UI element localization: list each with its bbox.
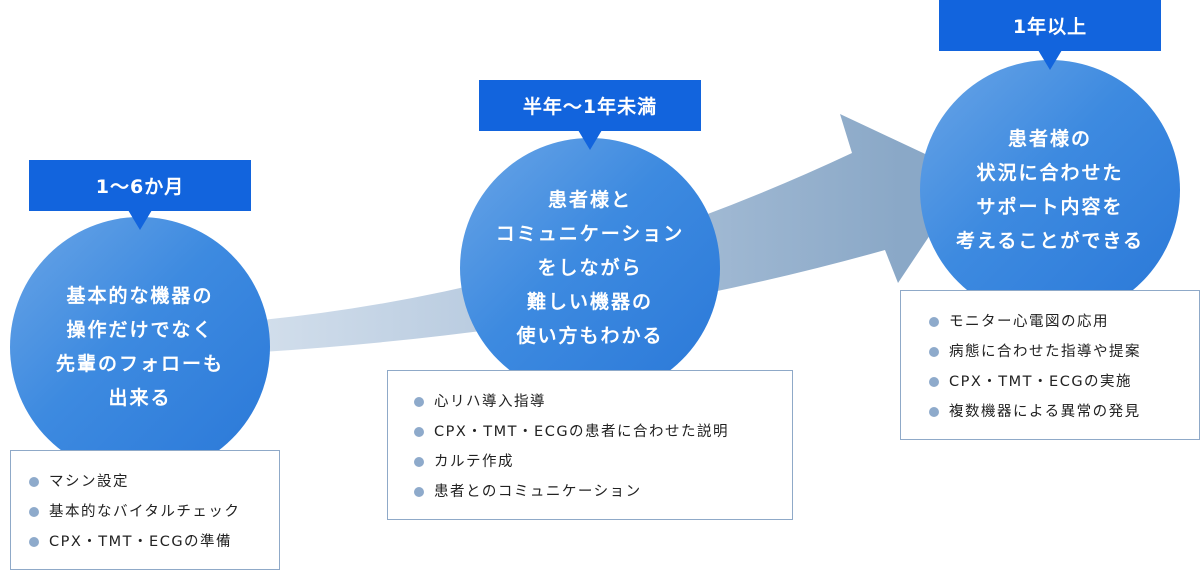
pointer-triangle-icon <box>578 130 602 150</box>
skill-list-item: 基本的なバイタルチェック <box>25 497 279 527</box>
stage-3-label-text: 1年以上 <box>1012 16 1088 38</box>
stage-1-label-text: 1〜6か月 <box>95 176 185 198</box>
bullet-dot-icon <box>414 427 424 437</box>
skill-list-item: モニター心電図の応用 <box>925 307 1199 337</box>
stage-1-circle-line: 出来る <box>108 387 172 409</box>
stage-2-circle-line: 使い方もわかる <box>516 325 664 347</box>
stage-2-circle: 患者様と コミュニケーション をしながら 難しい機器の 使い方もわかる <box>460 138 720 398</box>
pointer-triangle-icon <box>128 210 152 230</box>
skill-list-item: CPX・TMT・ECGの実施 <box>925 367 1199 397</box>
skill-list-item: 心リハ導入指導 <box>410 387 792 417</box>
bullet-dot-icon <box>929 407 939 417</box>
stage-3-circle-line: サポート内容を <box>976 196 1124 218</box>
stage-3-skill-list: モニター心電図の応用 病態に合わせた指導や提案 CPX・TMT・ECGの実施 複… <box>900 290 1200 440</box>
stage-1-circle-line: 操作だけでなく <box>66 319 214 341</box>
stage-1-label: 1〜6か月 <box>29 160 251 230</box>
stage-3-circle: 患者様の 状況に合わせた サポート内容を 考えることができる <box>920 60 1180 320</box>
bullet-dot-icon <box>414 487 424 497</box>
bullet-dot-icon <box>414 397 424 407</box>
bullet-dot-icon <box>929 347 939 357</box>
stage-2-label-text: 半年〜1年未満 <box>522 96 658 118</box>
stage-3-circle-line: 状況に合わせた <box>976 162 1124 184</box>
bullet-dot-icon <box>414 457 424 467</box>
bullet-dot-icon <box>29 537 39 547</box>
stage-2-circle-line: をしながら <box>537 257 643 279</box>
stage-2-circle-line: 難しい機器の <box>526 291 653 313</box>
stage-2-skill-list: 心リハ導入指導 CPX・TMT・ECGの患者に合わせた説明 カルテ作成 患者との… <box>387 370 793 520</box>
skill-list-item: 複数機器による異常の発見 <box>925 397 1199 427</box>
skill-list-item: CPX・TMT・ECGの準備 <box>25 527 279 557</box>
skill-list-item: CPX・TMT・ECGの患者に合わせた説明 <box>410 417 792 447</box>
skill-list-item: マシン設定 <box>25 467 279 497</box>
bullet-dot-icon <box>929 317 939 327</box>
bullet-dot-icon <box>29 507 39 517</box>
stage-2-label: 半年〜1年未満 <box>479 80 701 150</box>
bullet-dot-icon <box>929 377 939 387</box>
stage-2-circle-line: 患者様と <box>547 189 632 211</box>
stage-1-circle-line: 先輩のフォローも <box>55 353 224 375</box>
stage-2-circle-line: コミュニケーション <box>495 223 685 245</box>
stage-3-label: 1年以上 <box>939 0 1161 70</box>
stage-3-circle-line: 患者様の <box>1007 128 1092 150</box>
pointer-triangle-icon <box>1038 50 1062 70</box>
skill-list-item: カルテ作成 <box>410 447 792 477</box>
skill-list-item: 病態に合わせた指導や提案 <box>925 337 1199 367</box>
stage-1-circle-line: 基本的な機器の <box>66 285 214 307</box>
stage-1-circle: 基本的な機器の 操作だけでなく 先輩のフォローも 出来る <box>10 217 270 477</box>
stage-3-circle-line: 考えることができる <box>955 230 1145 252</box>
skill-list-item: 患者とのコミュニケーション <box>410 477 792 507</box>
bullet-dot-icon <box>29 477 39 487</box>
stage-1-skill-list: マシン設定 基本的なバイタルチェック CPX・TMT・ECGの準備 <box>10 450 280 570</box>
